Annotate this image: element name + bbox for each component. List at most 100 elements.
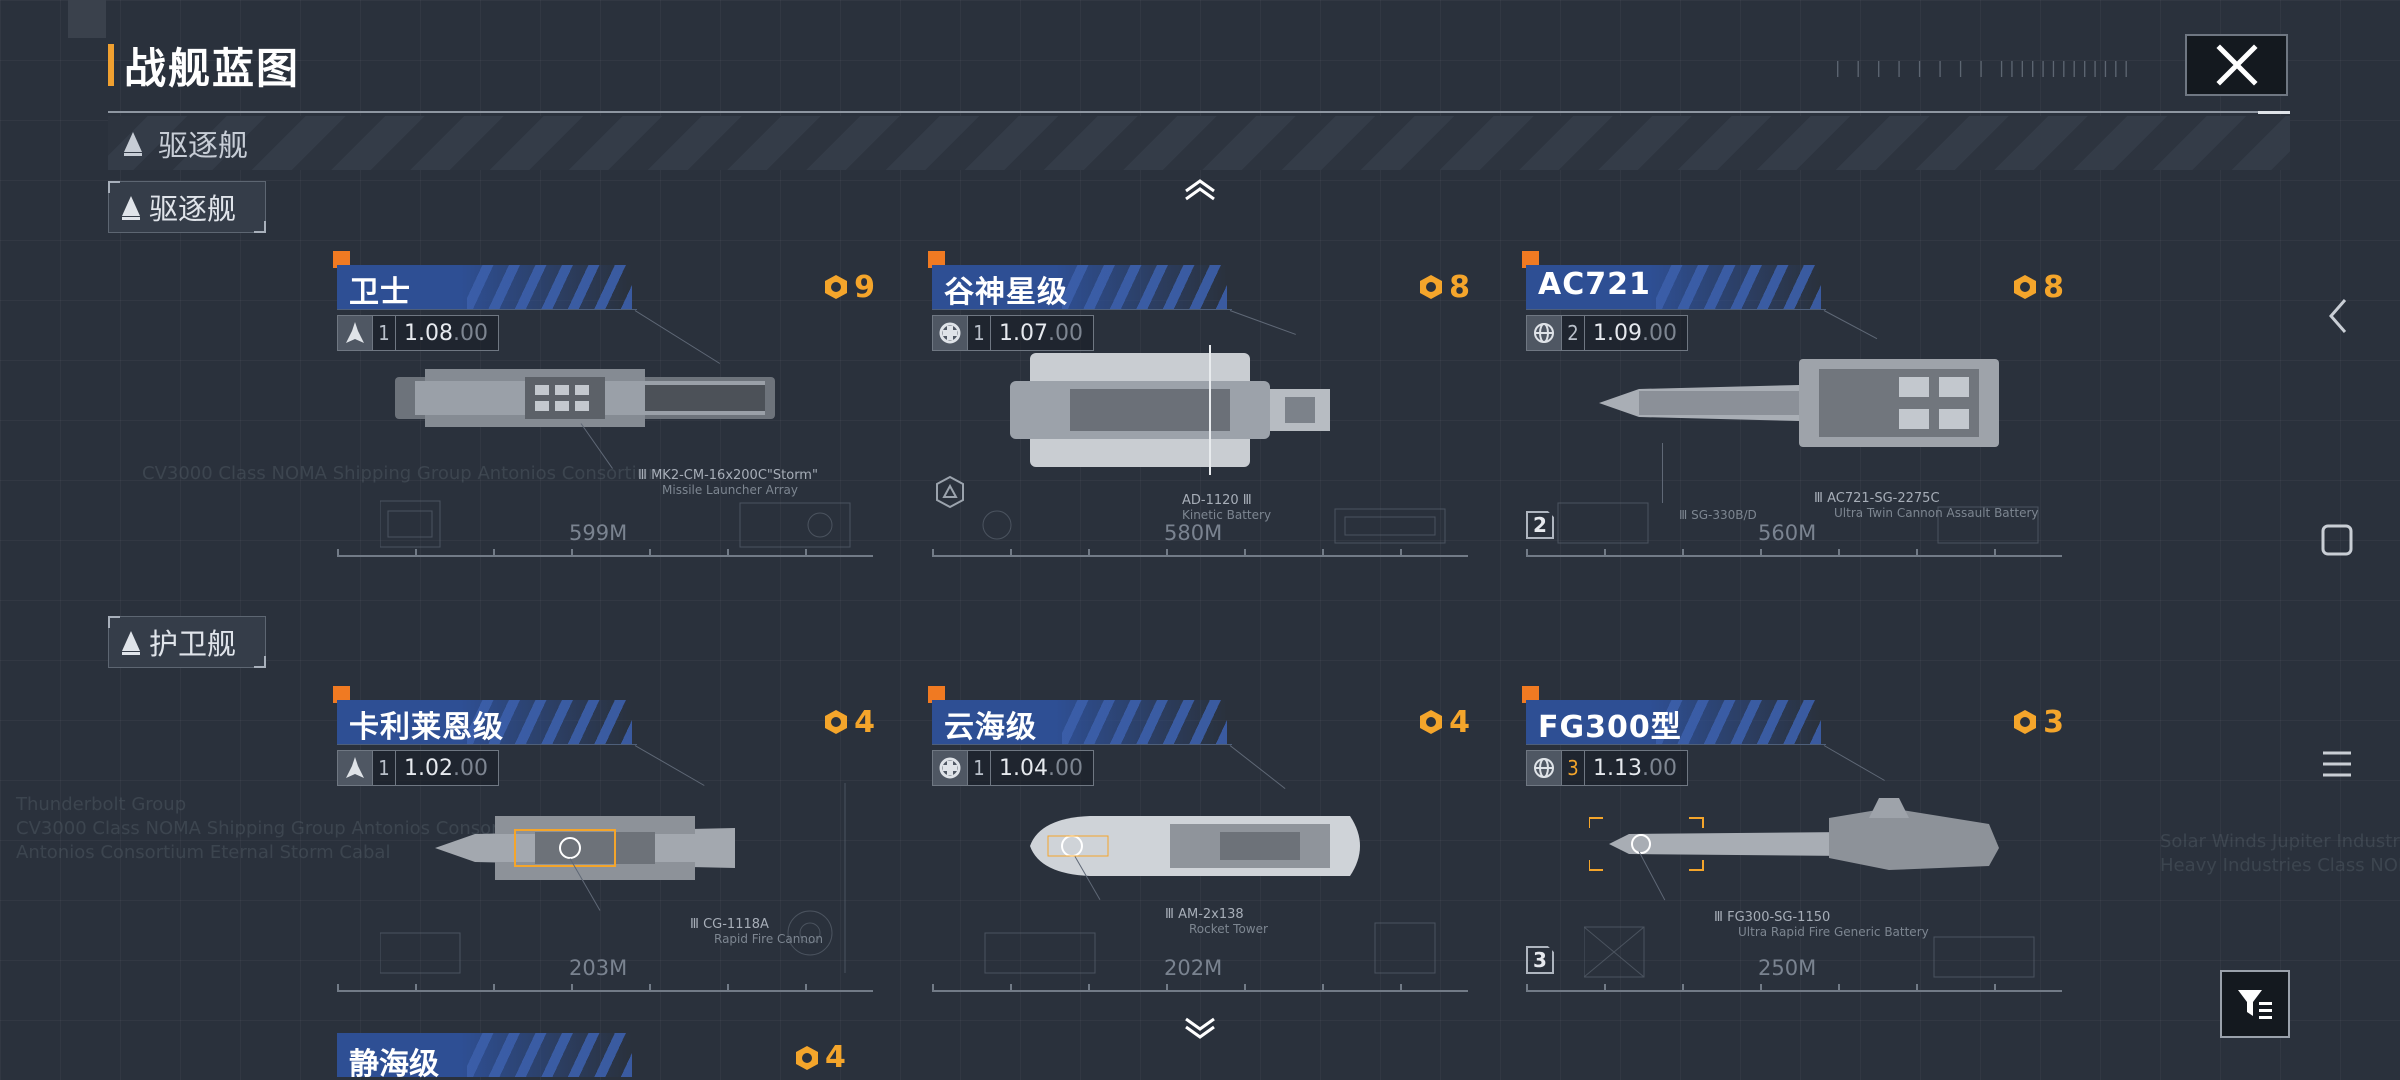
ship-card-jinghai[interactable]: 静海级 <box>337 1033 637 1080</box>
scale-baseline <box>1526 990 2062 992</box>
weapon-name: Ⅲ CG-1118A <box>690 917 769 932</box>
ship-stats: 1 1.04.00 <box>932 750 1094 786</box>
tier-value: 1 <box>372 751 395 785</box>
command-cost-icon <box>825 275 848 299</box>
new-marker <box>333 251 350 268</box>
version-value: 1.02 <box>404 755 453 781</box>
ship-card-guardian[interactable]: 卫士 9 1 1.08.00 Ⅲ MK2-CM-16x200C"Storm"Mi… <box>333 251 875 573</box>
version-value: 1.07 <box>999 320 1048 346</box>
schematic-decoration <box>380 500 851 548</box>
scale-baseline <box>337 555 873 557</box>
new-marker <box>928 251 945 268</box>
command-cost: 8 <box>2011 265 2064 309</box>
ship-card-ac721[interactable]: AC721 8 2 1.09.00 Ⅲ SG-330B/D Ⅲ AC721-SG… <box>1522 251 2064 573</box>
schematic-decoration <box>982 508 1446 544</box>
scroll-down-icon[interactable] <box>1183 1017 1217 1041</box>
ship-name: FG300型 <box>1538 710 1682 745</box>
command-cost-icon <box>1420 275 1443 299</box>
ship-stats: 1 1.02.00 <box>337 750 499 786</box>
cost-value: 3 <box>2043 704 2064 740</box>
ship-name-bar <box>932 700 1227 744</box>
filter-button[interactable] <box>2220 970 2290 1038</box>
tier-value: 1 <box>967 751 990 785</box>
background-text: CV3000 Class NOMA Shipping Group Antonio… <box>142 463 666 484</box>
leader-line <box>1229 310 1296 335</box>
ship-name: 卡利莱恩级 <box>349 710 504 745</box>
scroll-up-icon[interactable] <box>1183 177 1217 201</box>
weapon-name: AD-1120 Ⅲ <box>1182 493 1252 508</box>
hexagon-icon <box>936 475 964 509</box>
support-icon <box>933 751 967 785</box>
command-cost-icon <box>2014 710 2037 734</box>
cost-value: 4 <box>825 1040 846 1075</box>
command-cost-icon <box>1420 710 1443 734</box>
schematic-decoration <box>1557 502 2039 544</box>
weapon-type: Missile Launcher Array <box>662 483 798 497</box>
scale-ticks <box>1526 549 2062 557</box>
background-text: Solar Winds Jupiter Industries Heavy Ind… <box>2160 831 2400 876</box>
leader-line <box>1823 745 1885 781</box>
version-suffix: .00 <box>452 320 488 346</box>
ship-blueprint-image <box>1010 345 1330 475</box>
ship-blueprint-image <box>395 369 775 427</box>
leader-line <box>1662 443 1663 503</box>
version-suffix: .00 <box>1641 320 1677 346</box>
close-button[interactable] <box>2185 34 2288 96</box>
command-cost-icon <box>2014 275 2037 299</box>
version: 1.08.00 <box>395 316 498 350</box>
weapon-type: Ultra Rapid Fire Generic Battery <box>1738 925 1929 939</box>
schematic-decoration <box>984 922 1436 974</box>
scale-ticks <box>337 984 873 992</box>
title-accent-bar <box>108 44 114 86</box>
tier-value: 1 <box>372 316 395 350</box>
corner-decoration <box>68 0 106 38</box>
category-dropdown[interactable]: 驱逐舰 <box>108 116 2290 170</box>
cost-value: 9 <box>854 269 875 305</box>
new-marker <box>333 686 350 703</box>
version-suffix: .00 <box>1047 320 1083 346</box>
version-value: 1.09 <box>1593 320 1642 346</box>
ship-stats: 1 1.07.00 <box>932 315 1094 351</box>
leader-line <box>1229 745 1286 789</box>
back-icon[interactable] <box>2325 296 2351 336</box>
weapon-type: Ultra Twin Cannon Assault Battery <box>1834 506 2039 520</box>
tier-value: 1 <box>967 316 990 350</box>
weapon-name: Ⅲ AM-2x138 <box>1165 907 1244 922</box>
ship-name: 谷神星级 <box>944 275 1068 310</box>
triangle-icon <box>122 196 140 220</box>
new-marker <box>928 686 945 703</box>
schematic-decoration <box>380 783 846 974</box>
weapon-name: Ⅲ AC721-SG-2275C <box>1814 491 1940 506</box>
version-suffix: .00 <box>452 755 488 781</box>
tier-value: 3 <box>1561 751 1584 785</box>
ship-name-bar <box>1526 265 1821 309</box>
version-value: 1.08 <box>404 320 453 346</box>
header-divider <box>108 111 2290 113</box>
support-icon <box>933 316 967 350</box>
recents-icon[interactable] <box>2320 748 2354 780</box>
ship-length: 202M <box>1164 956 1223 980</box>
version: 1.04.00 <box>990 751 1093 785</box>
name-underline <box>1526 309 1826 310</box>
ship-blueprint-image <box>1589 798 1999 871</box>
ship-blueprint-image <box>1030 816 1360 876</box>
ship-length: 250M <box>1758 956 1817 980</box>
triangle-icon <box>122 631 140 655</box>
globe-icon <box>1527 316 1561 350</box>
scale-ticks <box>932 549 1468 557</box>
home-icon[interactable] <box>2320 523 2354 557</box>
tier-value: 2 <box>1561 316 1584 350</box>
scale-ticks <box>932 984 1468 992</box>
header: 战舰蓝图 <box>108 40 300 93</box>
page-title: 战舰蓝图 <box>124 43 301 93</box>
weapon-type: Kinetic Battery <box>1182 508 1272 522</box>
tier-badge: 2 <box>1526 511 1554 539</box>
command-cost: 4 <box>822 700 875 744</box>
tier-badge: 3 <box>1526 946 1554 974</box>
